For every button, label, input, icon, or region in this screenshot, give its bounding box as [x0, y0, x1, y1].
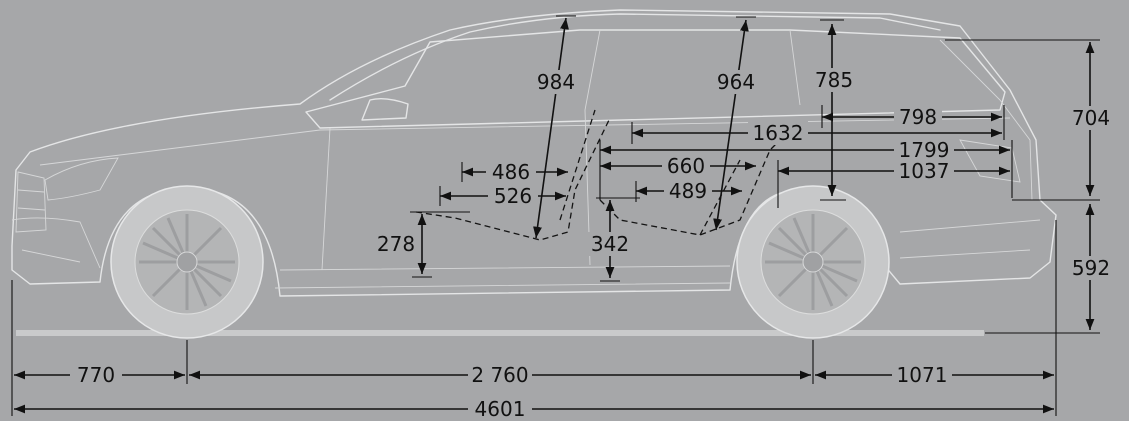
dim-line-964: [713, 19, 749, 231]
label-1799: 1799: [899, 138, 950, 162]
front-hub-icon: [176, 251, 198, 273]
label-964: 964: [717, 70, 755, 94]
label-1037: 1037: [899, 159, 950, 183]
label-984: 984: [537, 70, 575, 94]
label-486: 486: [492, 160, 530, 184]
front-seat-back: [559, 109, 596, 221]
mirror: [361, 97, 409, 121]
label-592: 592: [1072, 256, 1110, 280]
label-798: 798: [899, 105, 937, 129]
bumper-front: [11, 217, 101, 269]
label-2760: 2 760: [471, 363, 528, 387]
dimension-labels: 984 964 785 704 592 798 1632 1799 1037 4…: [70, 68, 1114, 421]
taillight: [959, 139, 1021, 183]
label-1071: 1071: [897, 363, 948, 387]
label-342: 342: [591, 232, 629, 256]
roof-rail: [329, 13, 941, 101]
headlight: [44, 157, 119, 201]
label-278: 278: [377, 232, 415, 256]
label-489: 489: [669, 179, 707, 203]
label-704: 704: [1072, 106, 1110, 130]
rear-hub-icon: [802, 251, 824, 273]
label-770: 770: [77, 363, 115, 387]
dim-line-984: [533, 17, 569, 239]
sill-line: [274, 265, 731, 289]
label-785: 785: [815, 68, 853, 92]
front-wheel: [110, 185, 264, 339]
rear-door-line: [584, 29, 801, 266]
beltline: [39, 117, 1011, 166]
label-660: 660: [667, 154, 705, 178]
ground-line: [16, 330, 984, 336]
bumper-rear: [899, 219, 1041, 259]
front-door-line: [321, 127, 331, 271]
grille: [15, 171, 47, 233]
rear-wheel: [736, 185, 890, 339]
label-526: 526: [494, 184, 532, 208]
label-4601: 4601: [475, 397, 526, 421]
label-1632: 1632: [753, 121, 804, 145]
tailgate-line: [939, 39, 1033, 201]
window-line: [305, 29, 1006, 129]
